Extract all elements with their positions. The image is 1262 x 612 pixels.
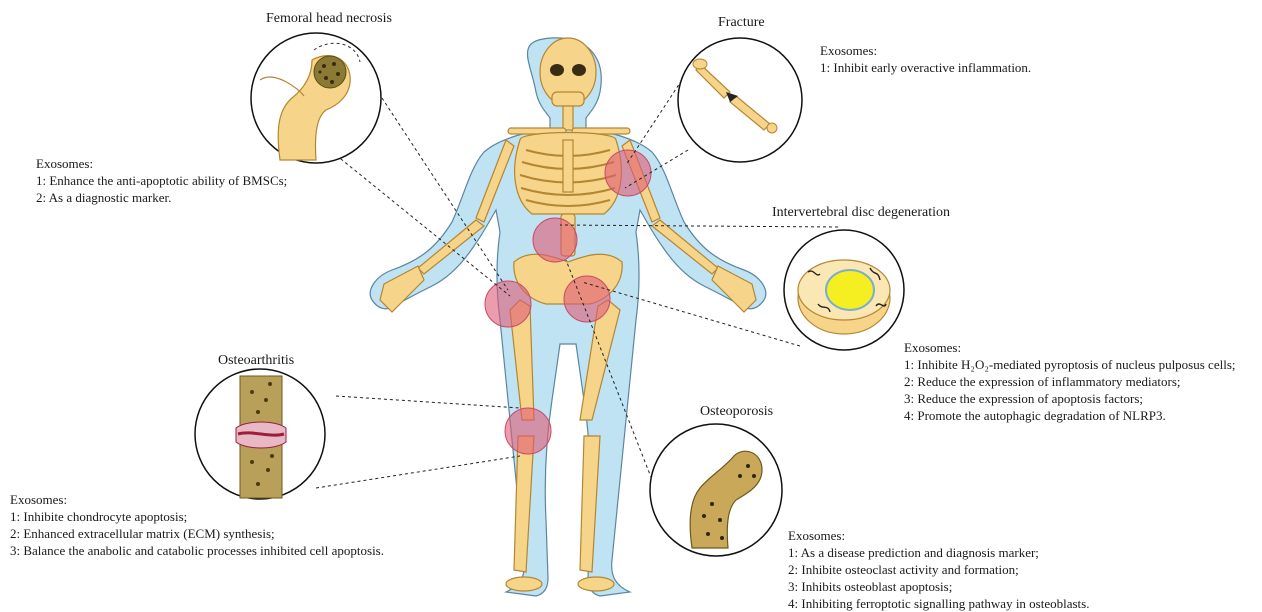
femoral-heading: Exosomes: — [36, 155, 287, 172]
femoral-inset — [251, 33, 381, 163]
op-item-1: 1: As a disease prediction and diagnosis… — [788, 544, 1089, 561]
disc-title: Intervertebral disc degeneration — [772, 204, 950, 221]
highlight-spine — [533, 218, 577, 262]
op-inset — [650, 424, 782, 556]
jaw — [552, 92, 584, 106]
fracture-item-1: 1: Inhibit early overactive inflammation… — [820, 59, 1031, 76]
op-exosomes: Exosomes: 1: As a disease prediction and… — [788, 527, 1089, 612]
femoral-item-2: 2: As a diagnostic marker. — [36, 189, 287, 206]
highlight-hip-left — [485, 281, 531, 327]
highlight-elbow — [605, 150, 651, 196]
cervical-spine — [563, 106, 573, 130]
femoral-title: Femoral head necrosis — [266, 10, 392, 27]
fracture-title: Fracture — [718, 14, 765, 31]
oa-exosomes: Exosomes: 1: Inhibite chondrocyte apopto… — [10, 491, 384, 559]
disc-item-1: 1: Inhibite H₂O₂-mediated pyroptosis of … — [904, 356, 1236, 373]
fracture-heading: Exosomes: — [820, 42, 1031, 59]
disc-item-4: 4: Promote the autophagic degradation of… — [904, 407, 1236, 424]
left-foot — [506, 577, 542, 591]
disc-exosomes: Exosomes: 1: Inhibite H₂O₂-mediated pyro… — [904, 339, 1236, 424]
oa-heading: Exosomes: — [10, 491, 384, 508]
oa-title: Osteoarthritis — [218, 352, 294, 369]
disc-inset — [784, 230, 904, 350]
oa-inset — [195, 369, 325, 499]
highlight-knee — [505, 408, 551, 454]
op-item-2: 2: Inhibite osteoclast activity and form… — [788, 561, 1089, 578]
disc-item-2: 2: Reduce the expression of inflammatory… — [904, 373, 1236, 390]
op-item-3: 3: Inhibits osteoblast apoptosis; — [788, 578, 1089, 595]
op-title: Osteoporosis — [700, 403, 773, 420]
oa-item-3: 3: Balance the anabolic and catabolic pr… — [10, 542, 384, 559]
disc-item-3: 3: Reduce the expression of apoptosis fa… — [904, 390, 1236, 407]
disc-heading: Exosomes: — [904, 339, 1236, 356]
op-heading: Exosomes: — [788, 527, 1089, 544]
highlight-hip-right — [564, 276, 610, 322]
right-foot — [578, 577, 614, 591]
oa-item-2: 2: Enhanced extracellular matrix (ECM) s… — [10, 525, 384, 542]
sternum — [563, 140, 573, 192]
fracture-exosomes: Exosomes: 1: Inhibit early overactive in… — [820, 42, 1031, 76]
op-item-4: 4: Inhibiting ferroptotic signalling pat… — [788, 595, 1089, 612]
femoral-item-1: 1: Enhance the anti-apoptotic ability of… — [36, 172, 287, 189]
oa-item-1: 1: Inhibite chondrocyte apoptosis; — [10, 508, 384, 525]
fracture-inset — [678, 38, 802, 162]
femoral-exosomes: Exosomes: 1: Enhance the anti-apoptotic … — [36, 155, 287, 206]
